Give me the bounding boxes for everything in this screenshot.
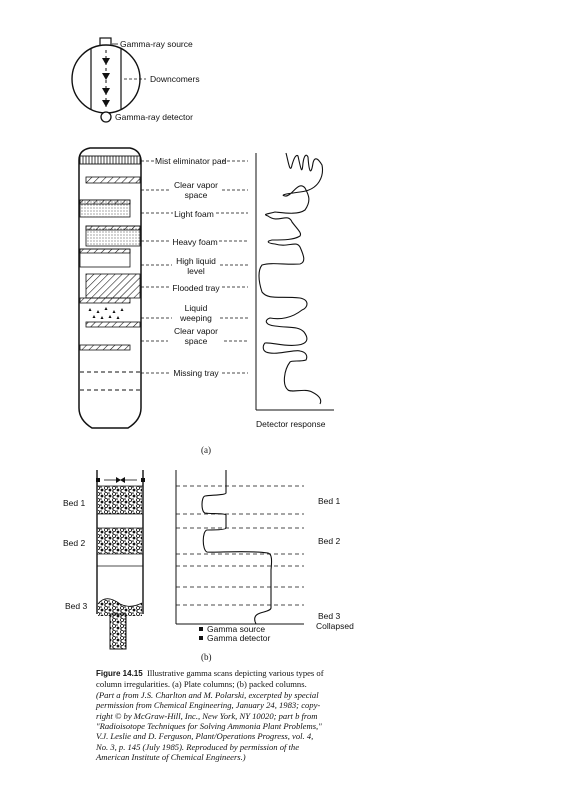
gamma-ray-detector-label: Gamma-ray detector — [115, 112, 193, 122]
label-mist-eliminator-pad: Mist eliminator pad — [155, 156, 227, 166]
bed2-left-label: Bed 2 — [63, 538, 86, 548]
packed-response-plot — [175, 470, 304, 640]
legend-gamma-source: Gamma source — [207, 624, 266, 634]
figure-caption: Figure 14.15 Illustrative gamma scans de… — [96, 668, 324, 763]
label-heavy-foam: Heavy foam — [172, 237, 218, 247]
gamma-detector-circle — [100, 111, 112, 123]
detector-response-axis-label: Detector response — [256, 419, 326, 429]
top-cross-section — [71, 37, 146, 123]
bed1-right-label: Bed 1 — [318, 496, 341, 506]
sublabel-b: (b) — [201, 652, 212, 662]
bed1-left-label: Bed 1 — [63, 498, 86, 508]
gamma-source-marker — [199, 627, 203, 631]
packed-response-trace — [201, 470, 273, 625]
gamma-detector-marker — [199, 636, 203, 640]
label-missing-tray: Missing tray — [173, 368, 219, 378]
plate-column — [78, 147, 142, 429]
sublabel-a: (a) — [201, 445, 211, 455]
downcomers-label: Downcomers — [150, 74, 200, 84]
detector-response-trace — [258, 152, 323, 405]
gamma-ray-source-label: Gamma-ray source — [120, 39, 193, 49]
collapsed-label: Collapsed — [316, 621, 354, 631]
label-light-foam: Light foam — [174, 209, 214, 219]
bed3-right-label: Bed 3 — [318, 611, 341, 621]
detector-response-plot — [255, 152, 334, 411]
legend-gamma-detector: Gamma detector — [207, 633, 271, 643]
bed2-right-label: Bed 2 — [318, 536, 341, 546]
packed-column — [96, 470, 145, 650]
leader-lines-a — [141, 160, 248, 374]
bed3-left-label: Bed 3 — [65, 601, 88, 611]
figure-number: Figure 14.15 — [96, 669, 143, 678]
label-flooded-tray: Flooded tray — [172, 283, 220, 293]
